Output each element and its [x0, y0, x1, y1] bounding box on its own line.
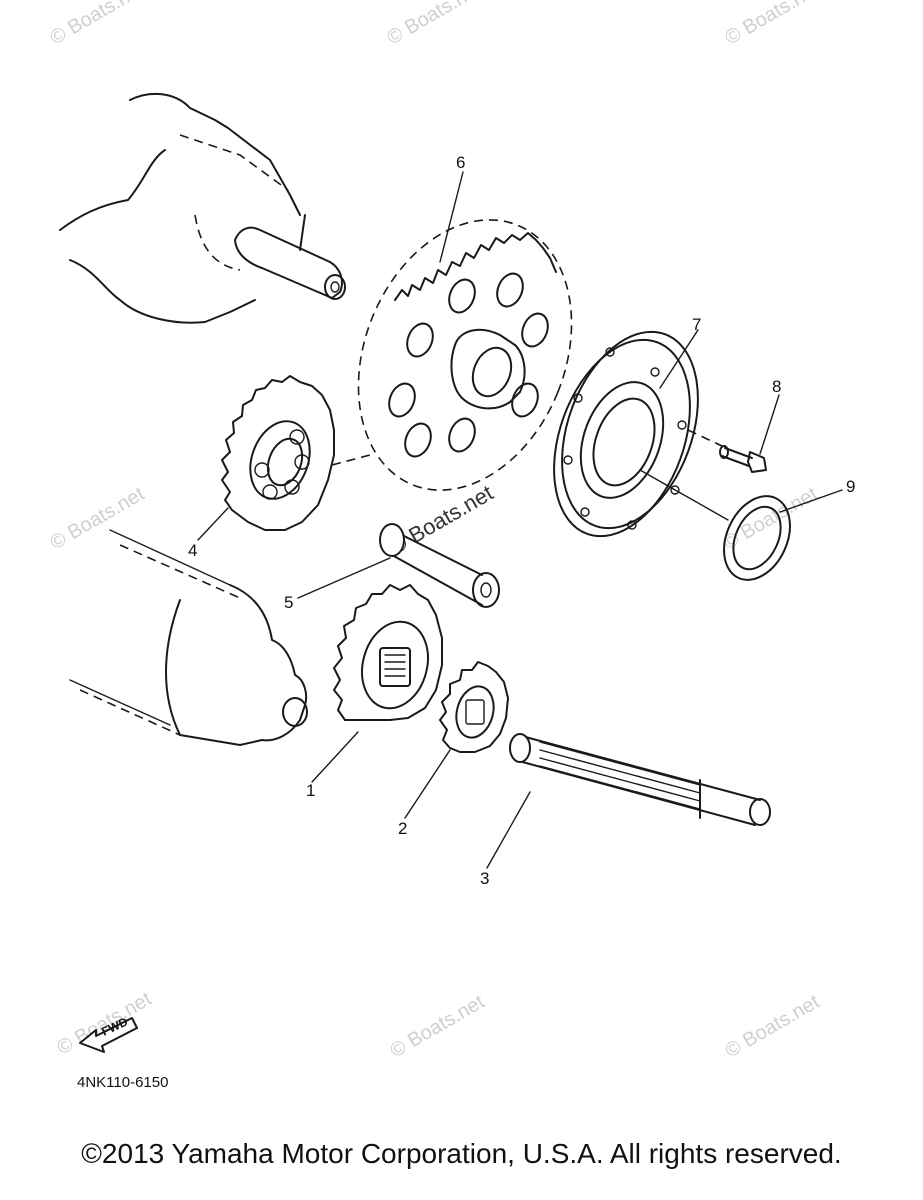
- callout-9: 9: [846, 477, 855, 496]
- leader-lines: [197, 171, 843, 869]
- watermark: © Boats.net: [387, 991, 489, 1063]
- callout-2: 2: [398, 819, 407, 838]
- callout-6: 6: [456, 153, 465, 172]
- crankshaft-drawing: [59, 92, 346, 324]
- copyright-notice: ©2013 Yamaha Motor Corporation, U.S.A. A…: [81, 1138, 842, 1169]
- watermark-layer: © Boats.net © Boats.net © Boats.net © Bo…: [47, 0, 824, 1062]
- callout-4: 4: [188, 541, 197, 560]
- splined-shaft-part-3: [509, 733, 771, 826]
- callout-3: 3: [480, 869, 489, 888]
- watermark: © Boats.net: [47, 483, 149, 555]
- watermark: © Boats.net: [720, 483, 822, 555]
- watermark: © Boats.net: [47, 0, 149, 49]
- callout-5: 5: [284, 593, 293, 612]
- diagram-part-code: 4NK110-6150: [77, 1074, 169, 1091]
- large-gear-part-6: [357, 219, 573, 491]
- callout-1: 1: [306, 781, 315, 800]
- callout-labels: 1 2 3 4 5 6 7 8 9: [188, 153, 855, 888]
- starter-motor-drawing: [69, 529, 308, 746]
- starter-clutch-part-7: [553, 330, 699, 538]
- watermark: © Boats.net: [722, 991, 824, 1063]
- watermark: © Boats.net: [384, 0, 486, 49]
- gear-part-1: [333, 584, 443, 721]
- bolt-part-8: [687, 429, 767, 473]
- shaft-part-5: [379, 523, 500, 608]
- watermark: © Boats.net: [722, 0, 824, 49]
- callout-7: 7: [692, 315, 701, 334]
- gear-part-2: [439, 661, 509, 753]
- callout-8: 8: [772, 377, 781, 396]
- idler-gear-part-4: [221, 375, 371, 531]
- washer-part-9: [639, 469, 791, 581]
